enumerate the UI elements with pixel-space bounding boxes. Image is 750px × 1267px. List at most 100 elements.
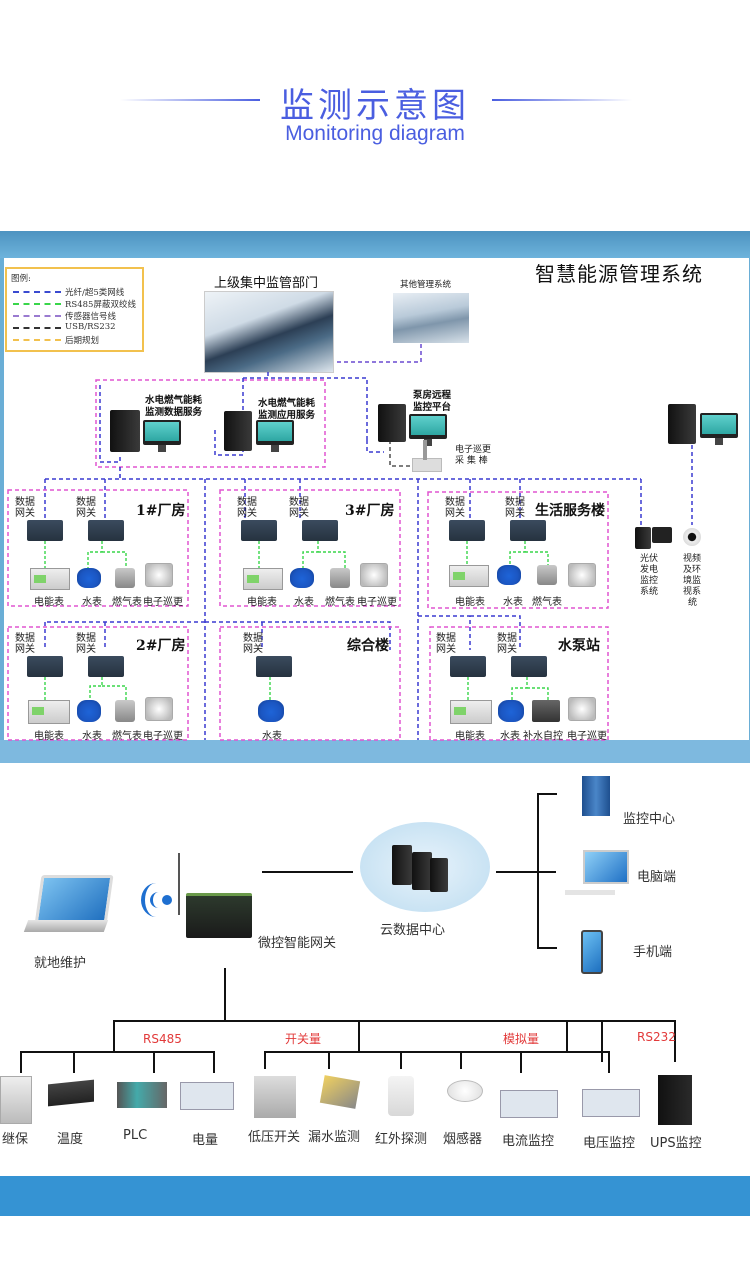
app-service-label: 水电燃气能耗监测应用服务 bbox=[258, 398, 316, 421]
device-label: 燃气表 bbox=[532, 597, 562, 608]
field-device-label: 电量 bbox=[192, 1133, 219, 1148]
app-server-icon bbox=[224, 411, 252, 451]
rs232-bus bbox=[601, 1020, 674, 1022]
gateway-label: 数据网关 bbox=[76, 497, 96, 519]
patrol-point-icon bbox=[145, 563, 173, 587]
link-other-central bbox=[335, 344, 422, 363]
device-label: 电子巡更 bbox=[357, 597, 397, 608]
bus-drop bbox=[566, 1020, 568, 1052]
field-device-label: UPS监控 bbox=[650, 1136, 702, 1151]
title-decor-line-right bbox=[492, 99, 632, 101]
local-maintenance-label: 就地维护 bbox=[34, 956, 87, 971]
rs485-bus bbox=[20, 1051, 215, 1053]
gateway-icon bbox=[88, 656, 124, 677]
server-rack-icon bbox=[392, 845, 412, 885]
endpoint-label: 电脑端 bbox=[637, 870, 677, 885]
device-label: 电子巡更 bbox=[143, 597, 183, 608]
gateway-label: 数据网关 bbox=[243, 633, 263, 655]
patrol-stick-icon bbox=[412, 458, 442, 472]
pump-platform-monitor-icon bbox=[409, 414, 447, 446]
device-label: 电能表 bbox=[455, 731, 485, 742]
data-service-label: 水电燃气能耗监测数据服务 bbox=[145, 395, 203, 418]
power-meter-icon bbox=[180, 1082, 234, 1110]
gas-meter-icon bbox=[330, 568, 350, 588]
water-meter-icon bbox=[290, 568, 314, 588]
control-room-image bbox=[204, 291, 334, 373]
mobile-phone-icon bbox=[581, 930, 603, 974]
gateway-icon bbox=[27, 520, 63, 541]
gateway-downlink bbox=[224, 968, 226, 1020]
gateway-label: 数据网关 bbox=[76, 633, 96, 655]
field-device-label: 红外探测 bbox=[375, 1132, 428, 1147]
laptop-keyboard-icon bbox=[23, 920, 109, 932]
legend-item-fiber: 光纤/超5类网线 bbox=[11, 286, 141, 298]
link-gateway-cloud bbox=[262, 871, 353, 873]
field-device-label: 低压开关 bbox=[248, 1130, 301, 1145]
camera-icon bbox=[683, 528, 701, 546]
bus-label-rs485: RS485 bbox=[143, 1032, 182, 1046]
bus-drop bbox=[73, 1051, 75, 1073]
device-label: 水表 bbox=[262, 731, 282, 742]
infrared-detector-icon bbox=[388, 1076, 414, 1116]
plc-icon bbox=[117, 1082, 167, 1108]
title-decor-line-left bbox=[120, 99, 260, 101]
water-meter-icon bbox=[77, 700, 101, 722]
field-device-label: 温度 bbox=[57, 1132, 84, 1147]
field-device-label: 漏水监测 bbox=[308, 1130, 361, 1145]
voltage-monitor-icon bbox=[582, 1089, 640, 1117]
energy-meter-icon bbox=[450, 700, 492, 724]
water-meter-icon bbox=[77, 568, 101, 588]
device-label: 电能表 bbox=[455, 597, 485, 608]
pump-controller-icon bbox=[532, 700, 560, 722]
bus-drop bbox=[153, 1051, 155, 1073]
device-label: 电能表 bbox=[34, 731, 64, 742]
gateway-label: 数据网关 bbox=[445, 497, 465, 519]
pv-pc-icon bbox=[635, 527, 651, 549]
legend-item-usb: USB/RS232 bbox=[11, 322, 141, 332]
gateway-icon bbox=[449, 520, 485, 541]
endpoint-label: 监控中心 bbox=[623, 812, 676, 827]
trunk-bus bbox=[45, 467, 641, 480]
gateway-icon bbox=[510, 520, 546, 541]
gas-meter-icon bbox=[115, 568, 135, 588]
energy-meter-icon bbox=[30, 568, 70, 590]
pump-platform-server-icon bbox=[378, 404, 406, 442]
video-server-icon bbox=[668, 404, 696, 444]
field-device-label: 电流监控 bbox=[502, 1134, 555, 1149]
gateway-icon bbox=[27, 656, 63, 677]
bus-drop bbox=[608, 1051, 610, 1073]
gateway-label: 数据网关 bbox=[15, 633, 35, 655]
device-label: 水表 bbox=[500, 731, 520, 742]
field-device-label: 电压监控 bbox=[583, 1136, 636, 1151]
other-system-label: 其他管理系统 bbox=[400, 280, 452, 290]
device-label: 电能表 bbox=[34, 597, 64, 608]
building-box-3 bbox=[219, 489, 401, 607]
legend-item-sensor: 传感器信号线 bbox=[11, 310, 141, 322]
water-meter-icon bbox=[498, 700, 524, 722]
leak-detector-icon bbox=[319, 1075, 361, 1109]
app-server-monitor-icon bbox=[256, 420, 294, 452]
building-name: 水泵站 bbox=[558, 638, 600, 654]
smoke-detector-icon bbox=[447, 1080, 483, 1102]
page-subtitle: Monitoring diagram bbox=[285, 122, 465, 145]
system-title: 智慧能源管理系统 bbox=[535, 262, 703, 286]
endpoint-branch bbox=[537, 947, 557, 949]
device-label: 电子巡更 bbox=[567, 731, 607, 742]
wifi-dot-icon bbox=[162, 895, 172, 905]
water-meter-icon bbox=[258, 700, 284, 722]
gateway-icon bbox=[511, 656, 547, 677]
bus-label-switch: 开关量 bbox=[285, 1032, 322, 1046]
gateway-icon bbox=[302, 520, 338, 541]
server-rack-icon bbox=[430, 858, 448, 892]
footer-band bbox=[0, 1176, 750, 1216]
building-box-1 bbox=[7, 489, 189, 607]
bus-drop bbox=[520, 1051, 522, 1073]
gateway-icon bbox=[88, 520, 124, 541]
energy-meter-icon bbox=[28, 700, 70, 724]
device-label: 电子巡更 bbox=[143, 731, 183, 742]
bus-drop bbox=[400, 1051, 402, 1069]
legend-item-rs485: RS485屏蔽双绞线 bbox=[11, 298, 141, 310]
energy-meter-icon bbox=[243, 568, 283, 590]
device-label: 水表 bbox=[82, 731, 102, 742]
gas-meter-icon bbox=[537, 565, 557, 585]
